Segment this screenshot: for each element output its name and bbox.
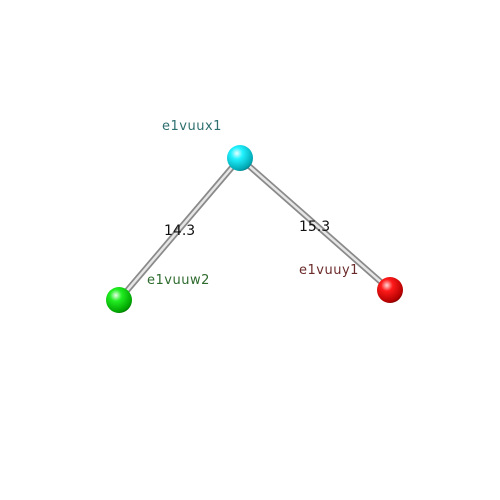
nodes-layer <box>106 145 403 313</box>
node-label-e1vuux1: e1vuux1 <box>162 119 222 134</box>
edge-e1vuux1-e1vuuw2-highlight <box>117 156 242 302</box>
edge-label-e1vuux1-e1vuuw2: 14.3 <box>164 223 195 239</box>
node-e1vuuy1[interactable] <box>377 277 403 303</box>
edge-label-e1vuux1-e1vuuy1: 15.3 <box>299 219 330 235</box>
node-e1vuuw2[interactable] <box>106 287 132 313</box>
node-e1vuux1[interactable] <box>227 145 253 171</box>
edges-layer <box>116 155 393 303</box>
node-label-e1vuuw2: e1vuuw2 <box>147 273 210 288</box>
edge-e1vuux1-e1vuuy1-highlight <box>238 156 392 292</box>
node-label-e1vuuy1: e1vuuy1 <box>299 263 359 278</box>
